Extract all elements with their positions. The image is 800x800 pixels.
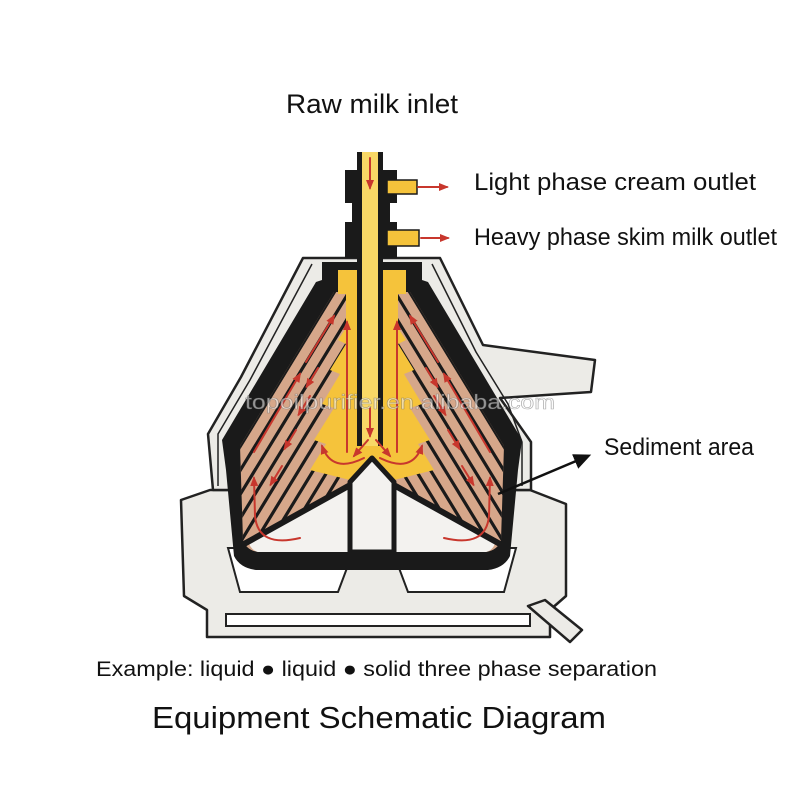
inlet-tube-wall-left [357, 152, 362, 446]
inlet-tube-bore [362, 152, 378, 446]
right-disc-gap-arrow [433, 395, 447, 417]
right-wall-flow-middle [442, 372, 491, 453]
right-disc-line [386, 292, 504, 462]
bottom-plate [225, 613, 531, 627]
inlet-tube-wall-right [378, 152, 383, 446]
left-wall-flow-middle [253, 372, 302, 453]
spray-right-flow-arrow [375, 439, 392, 458]
spray-left-flow-arrow [352, 439, 369, 458]
left-disc-gap-arrow [305, 367, 319, 389]
skim-outlet-label: Heavy phase skim milk outlet [474, 224, 777, 251]
right-disc-gap-arrow [425, 367, 439, 389]
left-wall-flow-top [305, 314, 336, 363]
right-disc-line [386, 296, 504, 510]
turn-right-flow-arrow [379, 444, 424, 465]
right-disc-gap-arrow [461, 465, 475, 487]
flow-arrows [250, 157, 494, 542]
left-disc-line [240, 292, 358, 462]
left-disc-gap-arrow [283, 429, 297, 451]
diagram-title: Equipment Schematic Diagram [152, 700, 606, 735]
left-disc-gap-arrow [269, 465, 283, 487]
cream-outlet-label: Light phase cream outlet [474, 169, 756, 196]
drain-pipe [526, 598, 584, 644]
left-disc-line [240, 296, 358, 510]
right-wall-flow-lower [443, 476, 494, 542]
sediment-label: Sediment area [604, 434, 755, 461]
sediment-pointer-arrow [497, 454, 592, 496]
right-wall-flow-top [408, 314, 439, 363]
distributor-hub [347, 455, 397, 555]
housing-inner-edge-right [431, 263, 523, 486]
caption: Example: liquid ● liquid ● solid three p… [96, 658, 657, 681]
watermark: topoilpurifier.en.alibaba.com [245, 392, 555, 414]
housing-inner-edge-left [217, 263, 313, 486]
left-wall-flow-lower [250, 476, 301, 542]
inlet-tube [357, 152, 383, 446]
turn-left-flow-arrow [320, 444, 365, 465]
skim-outlet-port [386, 229, 420, 247]
cream-outlet-port [386, 179, 418, 195]
right-disc-gap-arrow [447, 429, 461, 451]
inlet-label: Raw milk inlet [286, 89, 459, 119]
left-disc-gap-arrow [297, 395, 311, 417]
